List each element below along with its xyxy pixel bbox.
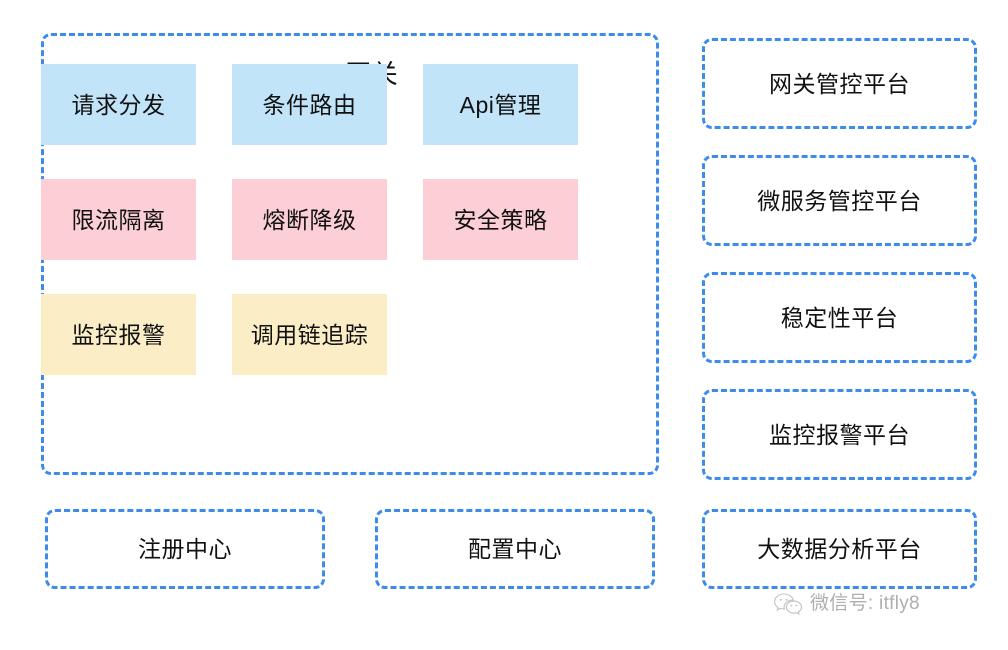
feature-box-trace-tracking[interactable]: 调用链追踪 [232, 294, 387, 375]
feature-box-rate-limit-isolation[interactable]: 限流隔离 [41, 179, 196, 260]
platform-label: 稳定性平台 [780, 304, 899, 331]
feature-box-api-management[interactable]: Api管理 [423, 64, 578, 145]
infrastructure-label: 注册中心 [138, 536, 232, 562]
platform-box-gateway-control[interactable]: 网关管控平台 [702, 38, 977, 129]
feature-label: 熔断降级 [262, 206, 357, 233]
feature-label: 调用链追踪 [250, 321, 369, 348]
infrastructure-label: 配置中心 [468, 536, 562, 562]
feature-label: 条件路由 [262, 91, 357, 118]
feature-box-conditional-route[interactable]: 条件路由 [232, 64, 387, 145]
platform-box-microservice-control[interactable]: 微服务管控平台 [702, 155, 977, 246]
infrastructure-box-config-center[interactable]: 配置中心 [375, 509, 655, 589]
platform-label: 监控报警平台 [769, 421, 910, 448]
feature-box-security-policy[interactable]: 安全策略 [423, 179, 578, 260]
watermark: 微信号: itfly8 [773, 592, 920, 616]
feature-label: 请求分发 [71, 91, 166, 118]
feature-grid: 请求分发 条件路由 Api管理 限流隔离 熔断降级 安全策略 监控报警 调用链追… [41, 64, 578, 375]
watermark-text: 微信号: itfly8 [810, 593, 920, 614]
feature-box-monitoring-alert[interactable]: 监控报警 [41, 294, 196, 375]
feature-box-placeholder [423, 294, 578, 375]
platform-label: 大数据分析平台 [757, 536, 922, 562]
infrastructure-box-registry-center[interactable]: 注册中心 [45, 509, 325, 589]
feature-label: 安全策略 [453, 206, 548, 233]
platform-box-stability[interactable]: 稳定性平台 [702, 272, 977, 363]
feature-box-request-dispatch[interactable]: 请求分发 [41, 64, 196, 145]
feature-label: 限流隔离 [71, 206, 166, 233]
wechat-icon [773, 592, 803, 616]
feature-box-circuit-breaker[interactable]: 熔断降级 [232, 179, 387, 260]
platform-box-bigdata-analytics[interactable]: 大数据分析平台 [702, 509, 977, 589]
platform-box-monitoring-alert[interactable]: 监控报警平台 [702, 389, 977, 480]
feature-label: Api管理 [459, 91, 542, 118]
platform-label: 微服务管控平台 [757, 187, 922, 214]
platform-label: 网关管控平台 [769, 70, 910, 97]
feature-label: 监控报警 [71, 321, 166, 348]
